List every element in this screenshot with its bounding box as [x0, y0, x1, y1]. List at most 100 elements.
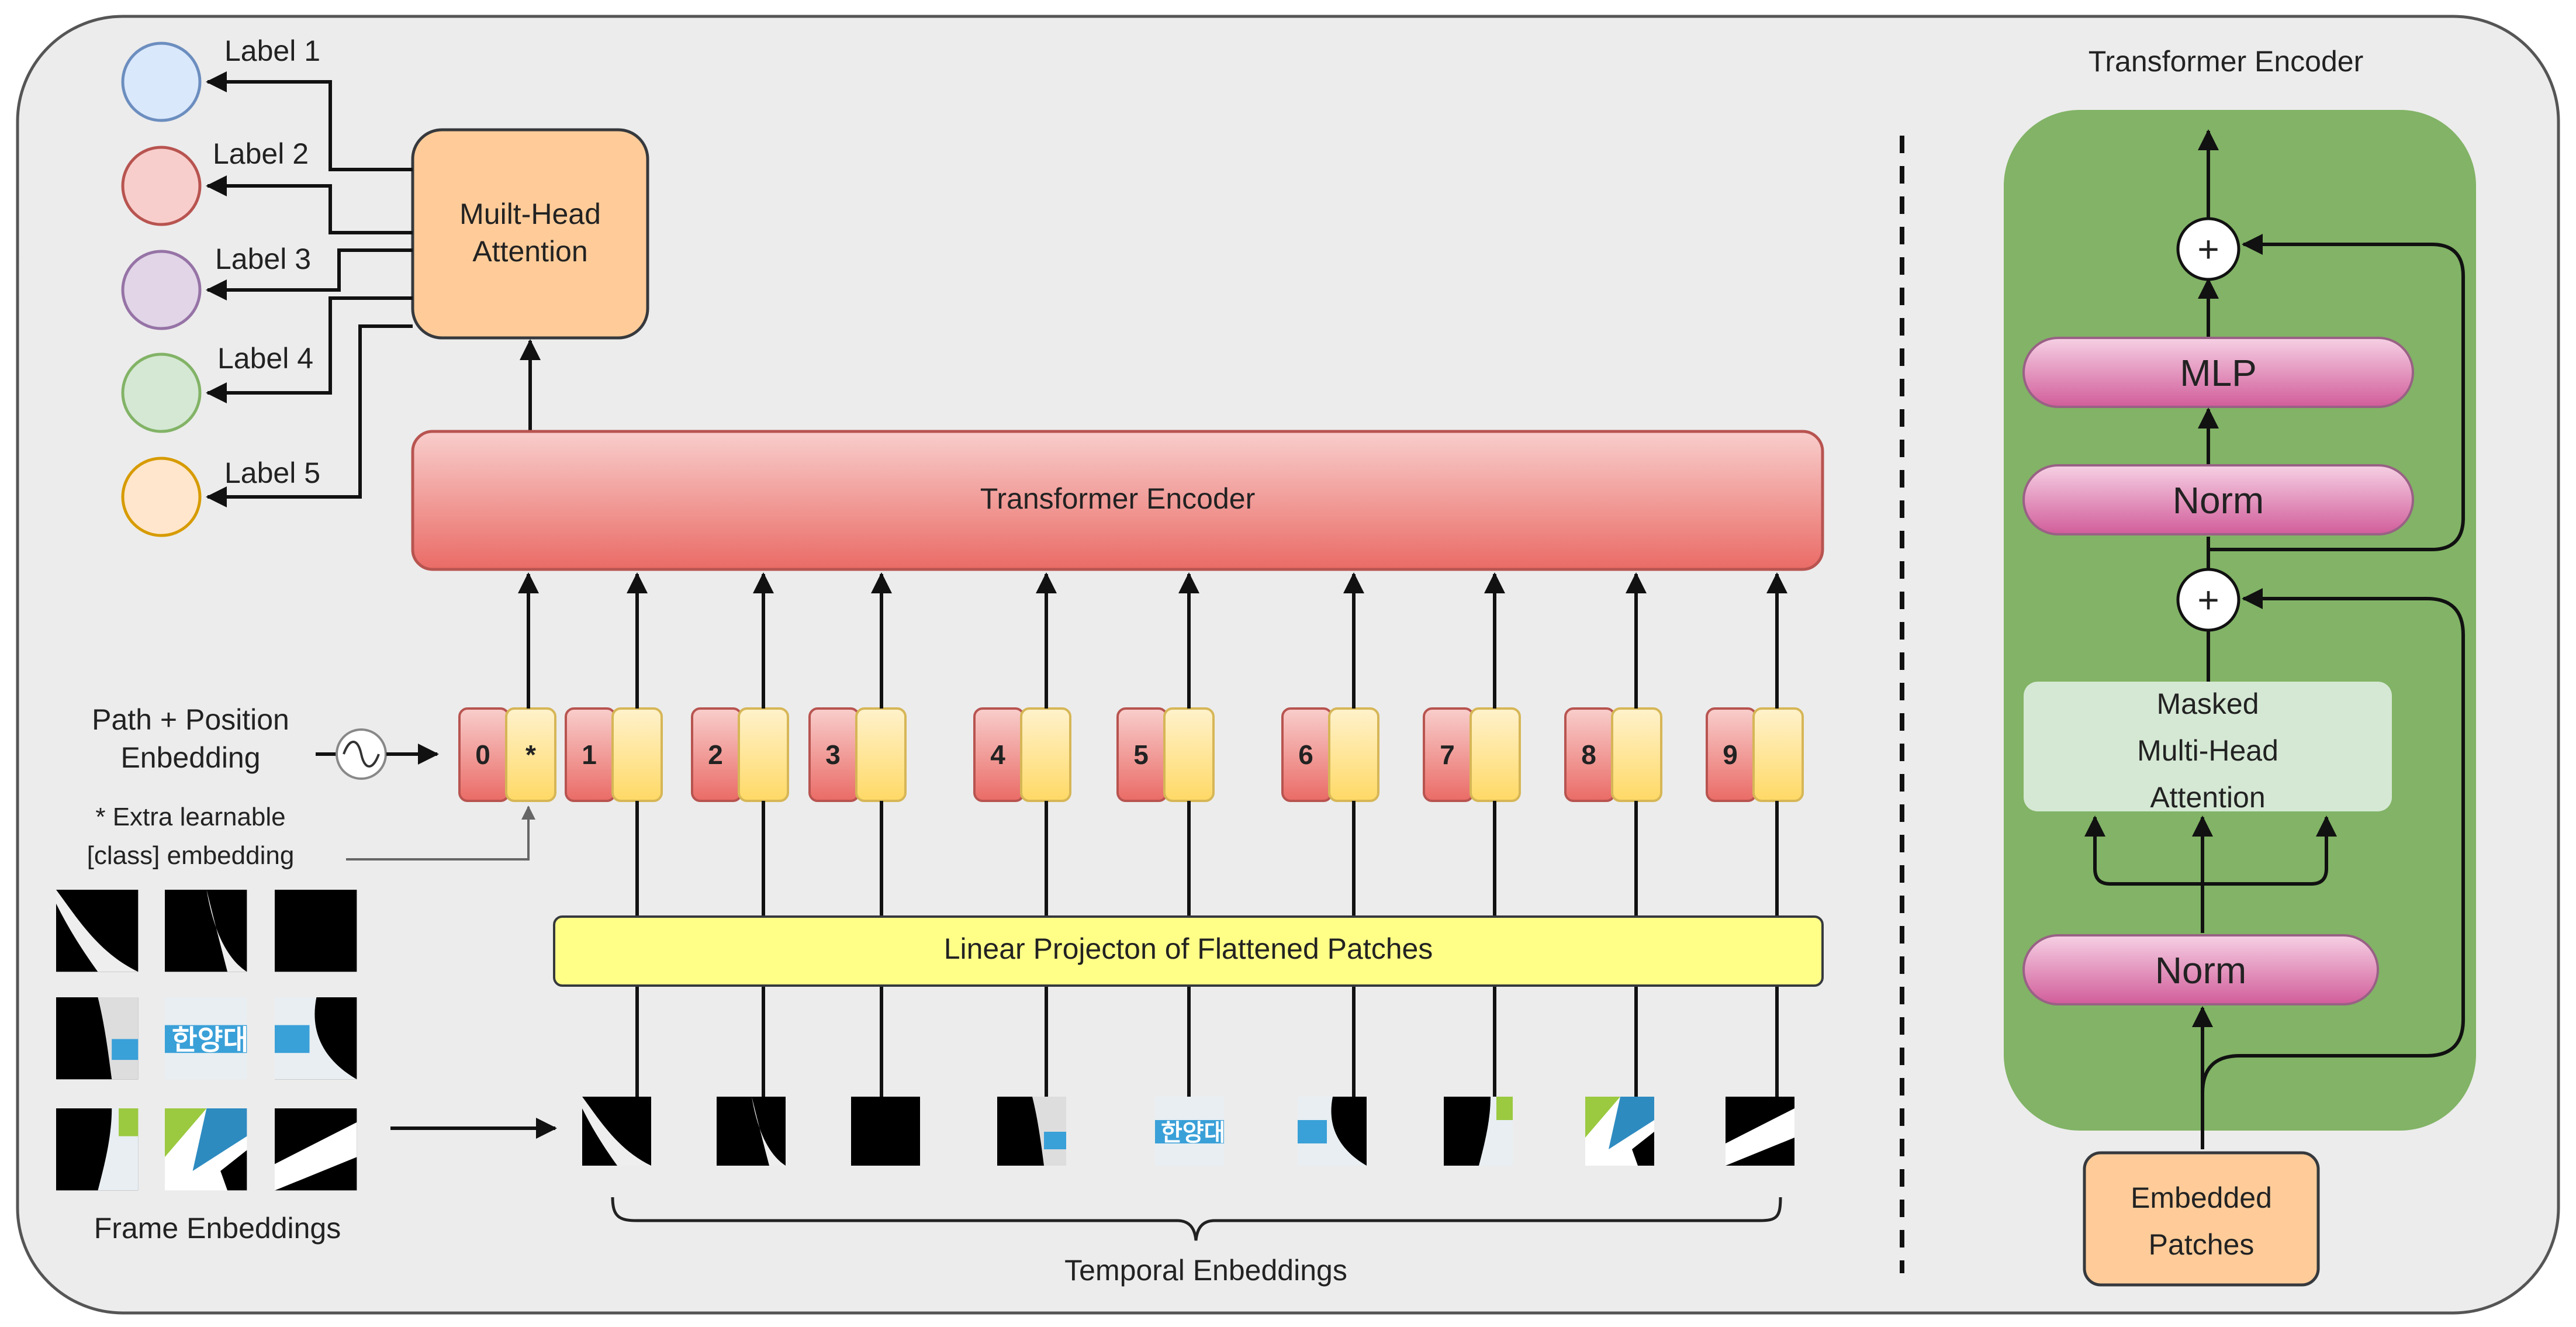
- linear-projection-block: Linear Projecton of Flattened Patches: [553, 915, 1824, 987]
- frame-patch-2: [165, 890, 247, 972]
- residual-skip-bottom: [2201, 588, 2465, 1094]
- patch-token: [1611, 707, 1662, 802]
- patch-token: [611, 707, 663, 802]
- token-pair-1: 1: [565, 572, 663, 1166]
- frame-patch-9: [275, 1108, 357, 1191]
- temporal-patch-9: [1726, 1097, 1794, 1166]
- masked-attention-line2: Multi-Head: [2137, 734, 2278, 767]
- norm-top-label: Norm: [2173, 479, 2264, 521]
- temporal-patch-1: [582, 1097, 651, 1166]
- token-pair-6: 6: [1281, 572, 1379, 1166]
- right-encoder-title: Transformer Encoder: [2089, 45, 2364, 78]
- norm-bottom-block: [2022, 934, 2379, 1005]
- token-index: 4: [990, 739, 1005, 770]
- label-4-circle: [121, 353, 202, 433]
- multi-head-attention-box: Muilt-Head Attention: [411, 128, 649, 340]
- plus-top: +: [2197, 228, 2219, 270]
- embedded-patches-box: [2083, 1151, 2320, 1287]
- frame-patch-3: [275, 890, 357, 972]
- label-5-text: Label 5: [224, 457, 320, 489]
- patch-token: [1163, 707, 1215, 802]
- mlp-block: [2022, 337, 2414, 408]
- label-1-text: Label 1: [224, 34, 320, 67]
- label-2-circle: [121, 146, 202, 226]
- masked-attention-line3: Attention: [2150, 781, 2265, 814]
- token-index: 9: [1723, 739, 1738, 770]
- norm-top-block: [2022, 464, 2414, 535]
- token-index: 8: [1581, 739, 1596, 770]
- mlp-label: MLP: [2180, 352, 2257, 394]
- patch-token: [738, 707, 789, 802]
- class-token-symbol: *: [525, 739, 536, 770]
- label-3-circle: [121, 250, 202, 330]
- token-pair-5: 5: [1116, 572, 1225, 1166]
- qkv-arrow-right: [2202, 815, 2337, 886]
- encoder-title: Transformer Encoder: [980, 482, 1256, 515]
- temporal-patch-4: [997, 1097, 1066, 1166]
- token-pair-0: 0*: [458, 572, 556, 802]
- masked-attention-block: [2024, 682, 2392, 811]
- embedded-line1: Embedded: [2131, 1181, 2272, 1214]
- path-position-line1: Path + Position: [92, 703, 289, 736]
- temporal-patch-5: [1155, 1097, 1225, 1166]
- token-pair-7: 7: [1423, 572, 1521, 1166]
- frame-patch-5: [165, 997, 247, 1080]
- extra-note-line2: [class] embedding: [87, 841, 295, 870]
- frame-patch-7: [56, 1108, 139, 1191]
- class-embedding-note: * Extra learnable [class] embedding: [87, 803, 535, 870]
- attention-to-label-arrows: [206, 71, 413, 507]
- frame-patch-1: [56, 890, 139, 972]
- temporal-brace: [611, 1197, 1782, 1241]
- frame-embeddings-label: Frame Enbeddings: [94, 1212, 341, 1245]
- attention-line1: Muilt-Head: [459, 198, 601, 230]
- frame-grid: [56, 890, 357, 1191]
- temporal-patch-7: [1444, 1097, 1513, 1166]
- label-4-text: Label 4: [217, 342, 313, 375]
- diagram-panel: [16, 15, 2560, 1315]
- label-outputs: Label 1 Label 2 Label 3 Label 4 Label 5: [121, 34, 320, 537]
- patch-token: [1752, 707, 1804, 802]
- token-pair-3: 3: [808, 572, 920, 1166]
- path-position-line2: Enbedding: [120, 741, 260, 774]
- extra-note-line1: * Extra learnable: [95, 803, 285, 831]
- label-3-text: Label 3: [215, 243, 311, 275]
- transformer-encoder-block: Transformer Encoder: [411, 430, 1824, 571]
- temporal-patch-8: [1585, 1097, 1654, 1166]
- label-1-circle: [121, 42, 202, 122]
- temporal-patch-6: [1298, 1097, 1367, 1166]
- patch-token: [1328, 707, 1379, 802]
- masked-attention-line1: Masked: [2156, 687, 2259, 720]
- token-pair-8: 8: [1564, 572, 1662, 1166]
- token-index: 7: [1440, 739, 1455, 770]
- label-2-text: Label 2: [213, 137, 309, 170]
- patch-token: [505, 707, 556, 802]
- token-index: 0: [475, 739, 490, 770]
- linear-projection-label: Linear Projecton of Flattened Patches: [944, 932, 1433, 965]
- frame-patch-4: [56, 997, 139, 1080]
- norm-bottom-label: Norm: [2155, 949, 2246, 991]
- frame-patch-6: [275, 997, 357, 1080]
- qkv-arrow-left: [2084, 815, 2202, 886]
- attention-line2: Attention: [472, 235, 587, 268]
- embedded-line2: Patches: [2149, 1228, 2255, 1261]
- token-index: 3: [825, 739, 841, 770]
- token-index: 6: [1298, 739, 1313, 770]
- patch-token: [1020, 707, 1071, 802]
- patch-token: [1469, 707, 1521, 802]
- temporal-patch-3: [851, 1097, 920, 1166]
- token-index: 2: [708, 739, 723, 770]
- temporal-embeddings-label: Temporal Enbeddings: [1064, 1254, 1347, 1287]
- plus-bottom: +: [2197, 579, 2219, 621]
- token-index: 5: [1133, 739, 1149, 770]
- residual-skip-top: [2207, 234, 2465, 551]
- label-5-circle: [121, 457, 202, 537]
- token-index: 1: [582, 739, 597, 770]
- token-pair-9: 9: [1706, 572, 1804, 1166]
- token-pair-4: 4: [973, 572, 1071, 1166]
- path-position-embedding: Path + Position Enbedding: [92, 703, 439, 780]
- frame-patch-8: [165, 1108, 247, 1191]
- token-pair-2: 2: [691, 572, 789, 1166]
- temporal-patch-2: [717, 1097, 786, 1166]
